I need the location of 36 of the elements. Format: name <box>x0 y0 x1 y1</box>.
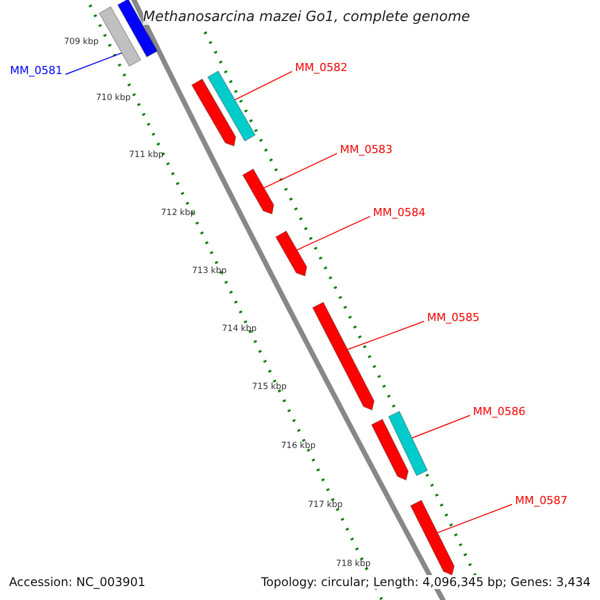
leader-line <box>347 320 424 350</box>
genome-title: Methanosarcina mazei Go1, complete genome <box>143 9 470 25</box>
gene-block <box>370 418 409 481</box>
leader-line <box>437 504 512 534</box>
gene-block <box>191 78 236 147</box>
gene-label: MM_0581 <box>10 64 62 77</box>
scale-label: 716 kbp <box>281 441 316 451</box>
scale-label: 710 kbp <box>96 93 131 103</box>
gene-block <box>275 230 308 277</box>
gene-block <box>242 168 274 215</box>
gene-label: MM_0586 <box>473 405 526 418</box>
info-text: Topology: circular; Length: 4,096,345 bp; Genes: 3,434 <box>261 575 591 589</box>
gene-block <box>98 6 142 67</box>
gene-label: MM_0585 <box>427 311 480 324</box>
scale-label: 714 kbp <box>222 324 257 334</box>
scale-label: 715 kbp <box>252 382 287 392</box>
leader-line <box>64 52 122 75</box>
leader-line <box>296 216 370 250</box>
scale-label: 711 kbp <box>129 150 164 160</box>
scale-label: 709 kbp <box>64 37 99 47</box>
scale-label: 717 kbp <box>308 500 343 510</box>
info-text: Accession: NC_003901 <box>9 575 146 589</box>
gene-label: MM_0583 <box>340 143 392 156</box>
gene-label: MM_0587 <box>515 494 568 507</box>
gene-block <box>207 70 256 142</box>
scale-label: 712 kbp <box>161 208 196 218</box>
leader-line <box>412 414 470 438</box>
gene-block <box>388 410 428 476</box>
leader-line <box>234 70 292 100</box>
leader-line <box>264 152 338 188</box>
scale-label: 713 kbp <box>192 266 227 276</box>
gene-block <box>410 500 455 576</box>
gene-block <box>312 302 375 411</box>
gene-label: MM_0584 <box>373 206 426 219</box>
gene-label: MM_0582 <box>295 61 348 74</box>
scale-label: 718 kbp <box>336 559 371 569</box>
